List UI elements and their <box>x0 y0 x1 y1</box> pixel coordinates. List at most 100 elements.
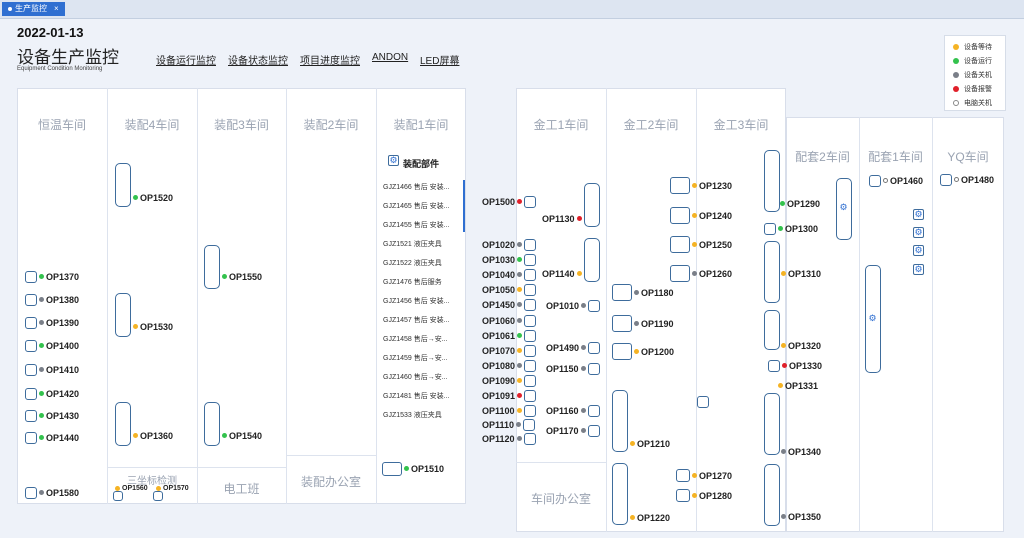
machine-op1460[interactable]: OP1460 <box>869 174 923 187</box>
machine-op1440[interactable]: OP1440 <box>25 431 79 444</box>
machine-op1310[interactable]: OP1310 <box>781 267 821 280</box>
machine-op1310-body[interactable] <box>764 241 780 303</box>
tab-production-monitor[interactable]: 生产监控 × <box>2 2 65 16</box>
machine-op1570[interactable]: OP1570 <box>156 482 189 495</box>
machine-op1130-body[interactable] <box>584 183 600 227</box>
machine-op1210-body[interactable] <box>612 390 628 452</box>
gear-icon[interactable]: ⚙ <box>388 155 399 166</box>
machine-op1400[interactable]: OP1400 <box>25 339 79 352</box>
machine-op1490[interactable]: OP1490 <box>546 341 601 354</box>
nav-led-screen[interactable]: LED屏幕 <box>420 56 460 67</box>
machine-op1080[interactable]: OP1080 <box>482 359 537 372</box>
machine-op1320-body[interactable] <box>764 310 780 350</box>
machine-op1530[interactable]: OP1530 <box>133 320 173 333</box>
machine-op1530-body[interactable] <box>115 293 131 337</box>
machine-op1420[interactable]: OP1420 <box>25 387 79 400</box>
machine-op1450[interactable]: OP1450 <box>482 298 537 311</box>
machine-op1220-body[interactable] <box>612 463 628 525</box>
machine-op1140[interactable]: OP1140 <box>542 267 582 280</box>
machine-op1120[interactable]: OP1120 <box>482 432 536 445</box>
machine-op1010[interactable]: OP1010 <box>546 299 601 312</box>
machine-op1580[interactable]: OP1580 <box>25 486 79 499</box>
machine-op1030[interactable]: OP1030 <box>482 253 537 266</box>
list-scrollbar[interactable] <box>463 180 465 232</box>
machine-op1560[interactable]: OP1560 <box>115 482 148 495</box>
machine-op1540-body[interactable] <box>204 402 220 446</box>
machine-op1340[interactable]: OP1340 <box>781 445 821 458</box>
machine-op1540[interactable]: OP1540 <box>222 429 262 442</box>
machine-op1070[interactable]: OP1070 <box>482 344 537 357</box>
machine-op1570-body[interactable] <box>153 491 163 501</box>
machine-op1290-body[interactable] <box>764 150 780 212</box>
machine-op1190[interactable]: OP1190 <box>612 315 674 332</box>
assembly-part-item[interactable]: GJZ1457 售后 安装... <box>383 317 450 324</box>
machine-op1380[interactable]: OP1380 <box>25 293 79 306</box>
machine-op1331[interactable]: OP1331 <box>778 379 818 392</box>
assembly-part-item[interactable]: GJZ1458 售后→安... <box>383 336 448 343</box>
machine-op1180[interactable]: OP1180 <box>612 284 674 301</box>
nav-equipment-status[interactable]: 设备状态监控 <box>228 56 288 67</box>
assembly-part-item[interactable]: GJZ1460 售后→安... <box>383 374 448 381</box>
machine-op1210[interactable]: OP1210 <box>630 437 670 450</box>
machine-op1520-body[interactable] <box>115 163 131 207</box>
machine-op1040[interactable]: OP1040 <box>482 268 537 281</box>
machine-op1091[interactable]: OP1091 <box>482 389 537 402</box>
machine-op1260[interactable]: OP1260 <box>670 265 732 282</box>
gear-icon[interactable]: ⚙ <box>913 264 924 275</box>
machine-op1061[interactable]: OP1061 <box>482 329 537 342</box>
machine-op1240[interactable]: OP1240 <box>670 207 732 224</box>
machine-op1090[interactable]: OP1090 <box>482 374 537 387</box>
assembly-part-item[interactable]: GJZ1465 售后 安装... <box>383 203 450 210</box>
machine-op1160[interactable]: OP1160 <box>546 404 600 417</box>
machine-op1510[interactable]: OP1510 <box>382 461 444 476</box>
machine-op1280[interactable]: OP1280 <box>676 489 732 502</box>
machine-op1550[interactable]: OP1550 <box>222 270 262 283</box>
machine-op1020[interactable]: OP1020 <box>482 238 537 251</box>
machine-op1230[interactable]: OP1230 <box>670 177 732 194</box>
machine-op1060[interactable]: OP1060 <box>482 314 537 327</box>
machine-op1500[interactable]: OP1500 <box>482 195 537 208</box>
machine-op1290[interactable]: OP1290 <box>780 197 820 210</box>
machine-op1350[interactable]: OP1350 <box>781 510 821 523</box>
machine-op1140-body[interactable] <box>584 238 600 282</box>
assembly-part-item[interactable]: GJZ1481 售后 安装... <box>383 393 450 400</box>
assembly-part-item[interactable]: GJZ1459 售后→安... <box>383 355 448 362</box>
machine-op1270[interactable]: OP1270 <box>676 469 732 482</box>
assembly-part-item[interactable]: GJZ1522 液压夹具 <box>383 260 442 267</box>
close-icon[interactable]: × <box>54 4 59 13</box>
assembly-part-item[interactable]: GJZ1456 售后 安装... <box>383 298 450 305</box>
machine-op1330[interactable]: OP1330 <box>768 359 822 372</box>
gear-icon[interactable]: ⚙ <box>913 227 924 238</box>
machine-op1480[interactable]: OP1480 <box>940 173 994 186</box>
machine-op1360-body[interactable] <box>115 402 131 446</box>
nav-equipment-run[interactable]: 设备运行监控 <box>156 56 216 67</box>
machine-op1250[interactable]: OP1250 <box>670 236 732 253</box>
machine-op1320[interactable]: OP1320 <box>781 339 821 352</box>
machine-op1360[interactable]: OP1360 <box>133 429 173 442</box>
assembly-part-item[interactable]: GJZ1466 售后 安装... <box>383 184 450 191</box>
machine-op1050[interactable]: OP1050 <box>482 283 537 296</box>
gear-icon[interactable]: ⚙ <box>913 245 924 256</box>
nav-andon[interactable]: ANDON <box>372 52 409 63</box>
machine-op1100[interactable]: OP1100 <box>482 404 536 417</box>
machine-op1410[interactable]: OP1410 <box>25 363 79 376</box>
machine-op1350-body[interactable] <box>764 464 780 526</box>
machine-op1170[interactable]: OP1170 <box>546 424 600 437</box>
machine-op1200[interactable]: OP1200 <box>612 343 674 360</box>
assembly-part-item[interactable]: GJZ1455 售后 安装... <box>383 222 450 229</box>
machine-op1520[interactable]: OP1520 <box>133 191 173 204</box>
machine-unlabeled-box[interactable] <box>697 396 709 408</box>
assembly-part-item[interactable]: GJZ1521 液压夹具 <box>383 241 442 248</box>
assembly-part-item[interactable]: GJZ1476 售后服务 <box>383 279 442 286</box>
machine-op1370[interactable]: OP1370 <box>25 270 79 283</box>
machine-op1390[interactable]: OP1390 <box>25 316 79 329</box>
machine-op1150[interactable]: OP1150 <box>546 362 600 375</box>
machine-op1430[interactable]: OP1430 <box>25 409 79 422</box>
machine-op1110[interactable]: OP1110 <box>482 418 536 431</box>
machine-op1550-body[interactable] <box>204 245 220 289</box>
assembly-part-item[interactable]: GJZ1533 液压夹具 <box>383 412 442 419</box>
machine-op1130[interactable]: OP1130 <box>542 212 582 225</box>
machine-op1560-body[interactable] <box>113 491 123 501</box>
machine-op1340-body[interactable] <box>764 393 780 455</box>
nav-project-progress[interactable]: 项目进度监控 <box>300 56 360 67</box>
